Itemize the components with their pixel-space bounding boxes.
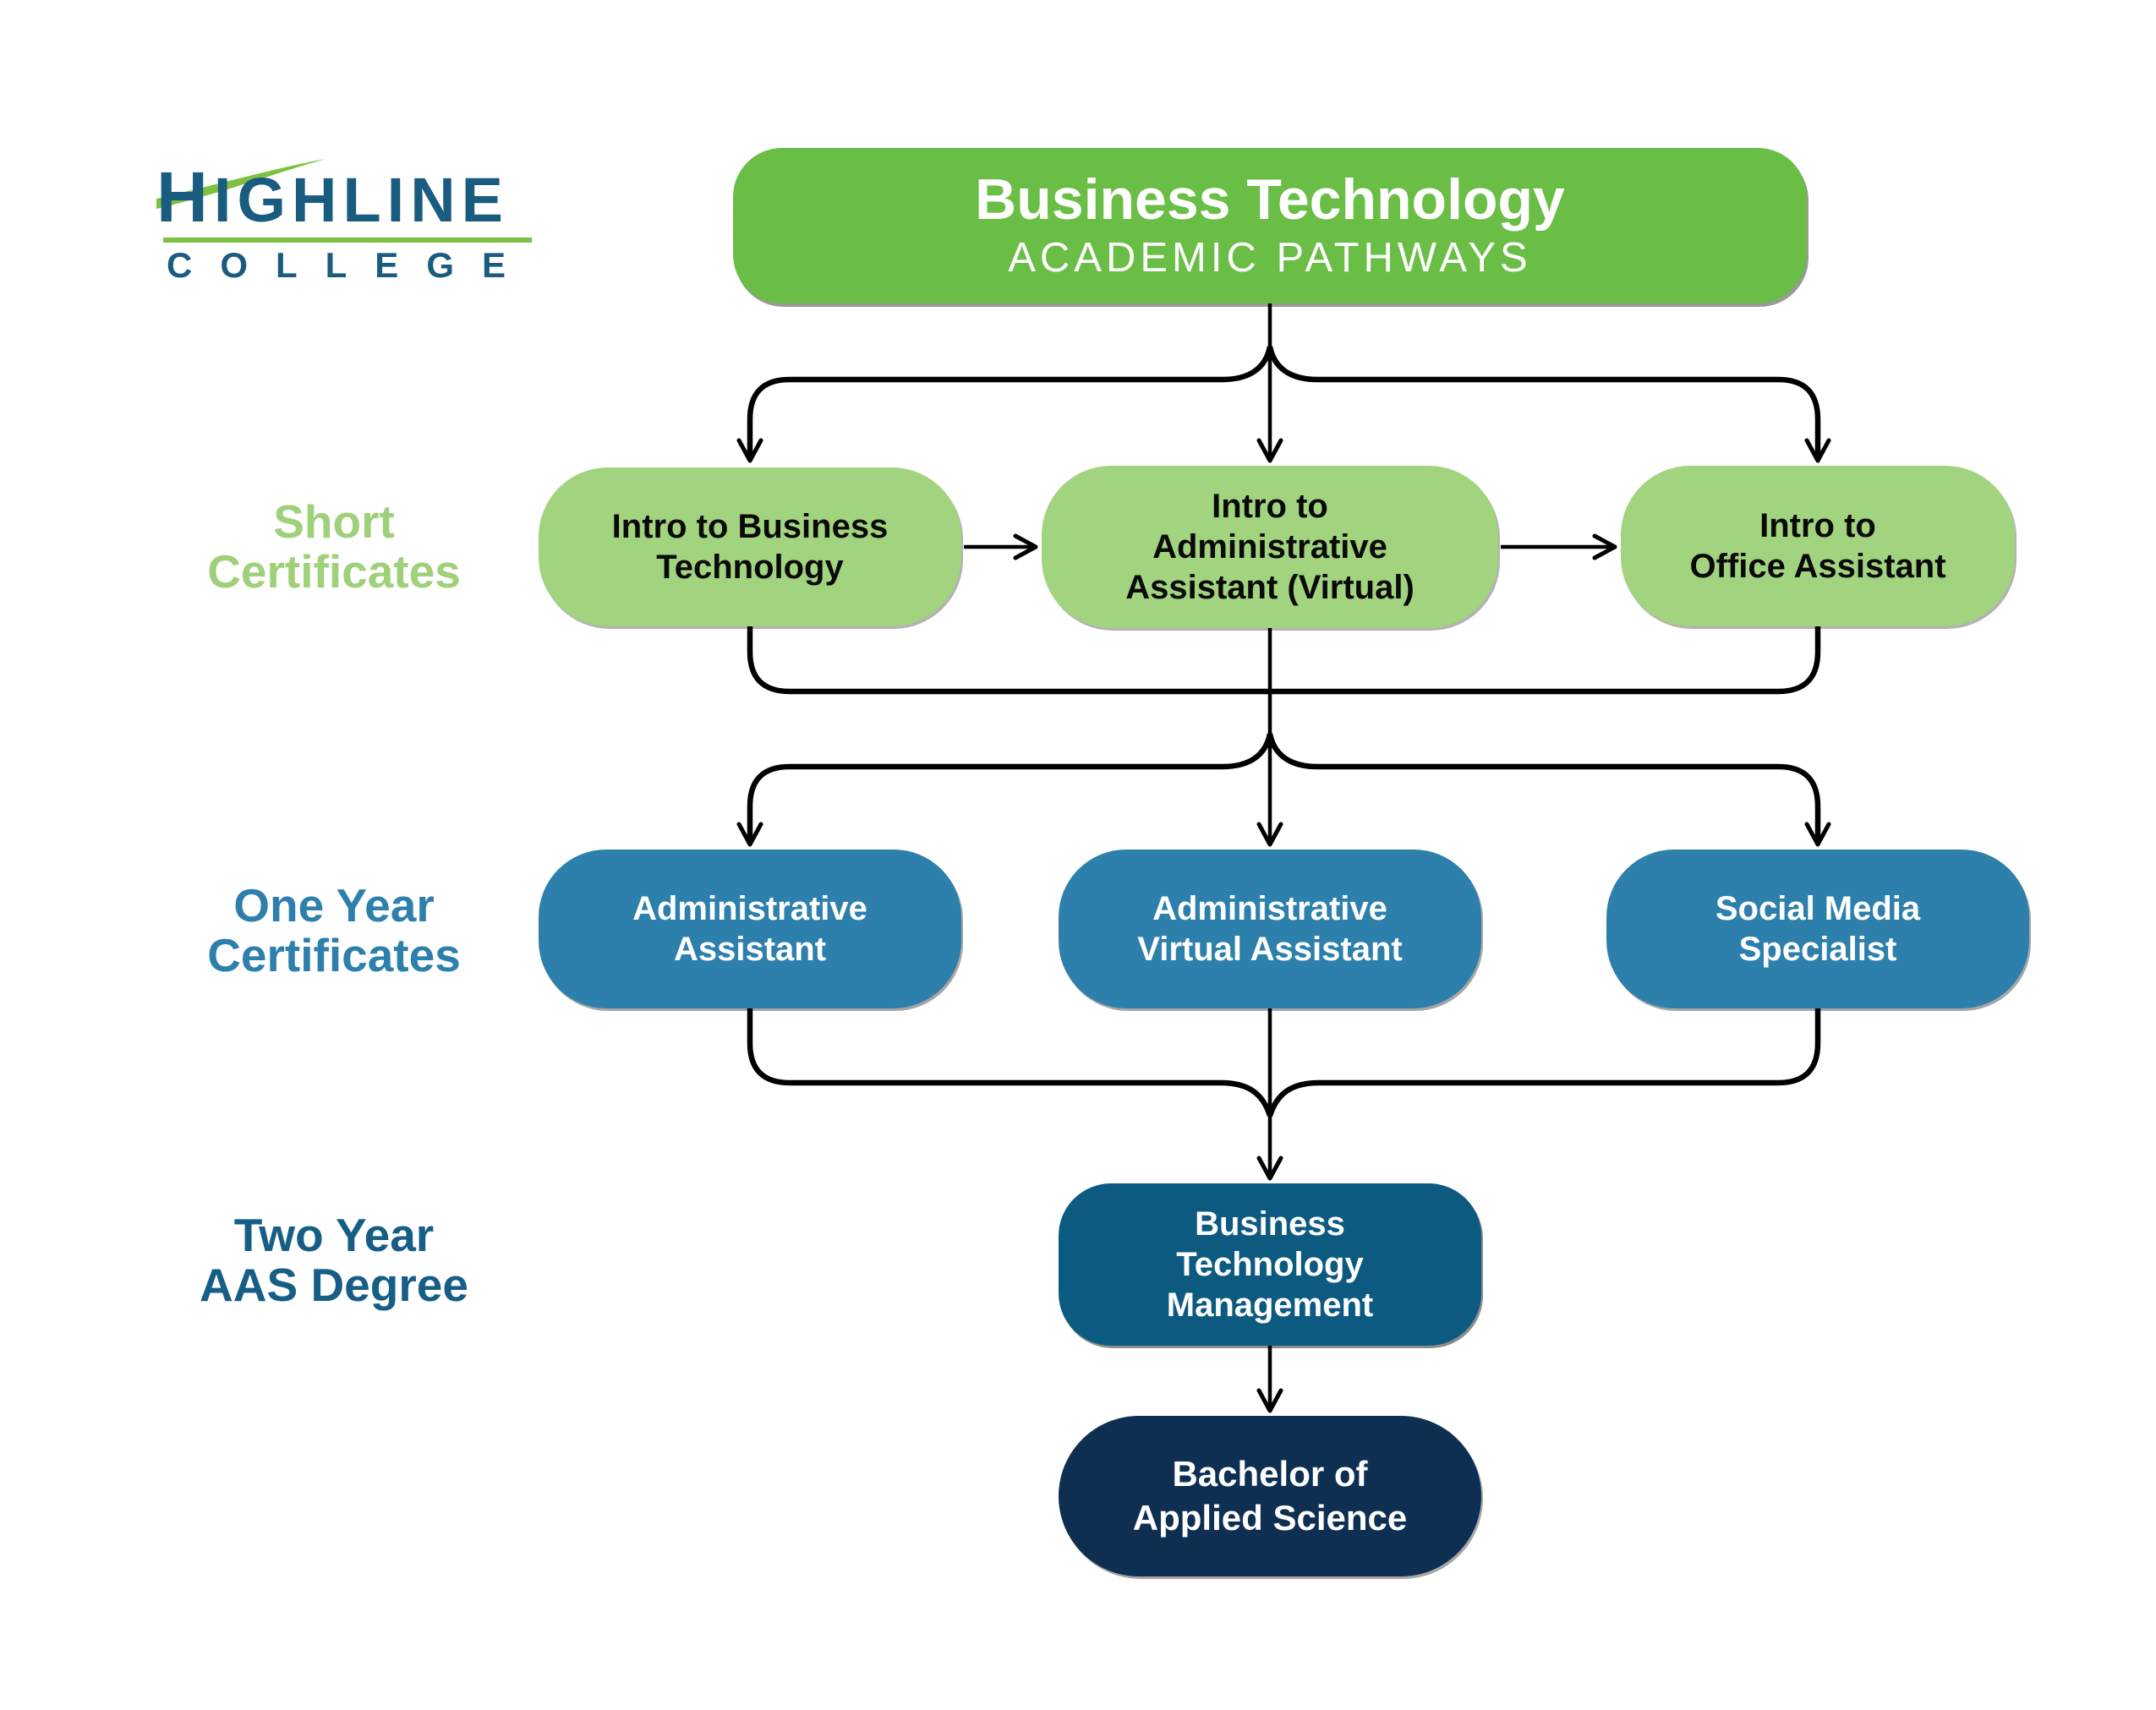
arrowhead-to-row2-left	[736, 822, 763, 847]
label-two-year-aas-degree: Two Year AAS Degree	[200, 1209, 468, 1312]
arrowhead-to-row2-center	[1256, 822, 1283, 847]
logo-green-rule	[163, 238, 532, 243]
page-subtitle: ACADEMIC PATHWAYS	[1008, 234, 1532, 281]
arrowhead-to-btm	[1256, 1155, 1283, 1181]
box-social-media-specialist: Social Media Specialist	[1606, 850, 2029, 1008]
connector-row1-merge-left	[747, 626, 1270, 695]
box-bachelor-of-applied-science: Bachelor of Applied Science	[1059, 1416, 1481, 1576]
box-business-technology-management: Business Technology Management	[1059, 1183, 1481, 1346]
connector-row2-funnel-left	[747, 1008, 1273, 1117]
box-administrative-assistant: Administrative Assistant	[539, 850, 961, 1008]
box-administrative-virtual-assistant: Administrative Virtual Assistant	[1059, 850, 1481, 1008]
arrowhead-box2-to-box3	[1592, 533, 1617, 560]
arrowhead-to-bachelor	[1256, 1388, 1283, 1413]
label-one-year-certificates: One Year Certificates	[207, 879, 461, 982]
arrowhead-to-row2-right	[1804, 822, 1831, 847]
connector-row2-funnel-right	[1267, 1008, 1821, 1117]
logo-swoosh-icon	[156, 159, 326, 210]
page-title: Business Technology	[975, 167, 1565, 232]
logo-word-college: COLLEGE	[167, 245, 534, 285]
arrowhead-title-to-center	[1256, 438, 1283, 463]
connector-split-to-row2-right	[1267, 733, 1821, 843]
logo-word-highline: HIGHLINE	[156, 157, 510, 237]
arrowhead-box1-to-box2	[1013, 533, 1038, 560]
title-box: Business Technology ACADEMIC PATHWAYS	[733, 148, 1807, 303]
connector-title-to-right	[1267, 346, 1821, 459]
connector-split-to-row2-left	[747, 733, 1273, 843]
box-intro-to-business-technology: Intro to Business Technology	[539, 467, 961, 626]
box-intro-to-office-assistant: Intro to Office Assistant	[1621, 466, 2015, 626]
connector-row1-merge-right	[1270, 626, 1821, 695]
arrowhead-title-to-left	[736, 438, 763, 463]
highline-college-logo: HIGHLINE COLLEGE	[156, 148, 554, 296]
label-short-certificates: Short Certificates	[207, 495, 461, 598]
connector-title-to-left	[747, 346, 1273, 459]
box-intro-to-administrative-assistant-virtual: Intro to Administrative Assistant (Virtu…	[1042, 466, 1498, 628]
arrowhead-title-to-right	[1804, 438, 1831, 463]
